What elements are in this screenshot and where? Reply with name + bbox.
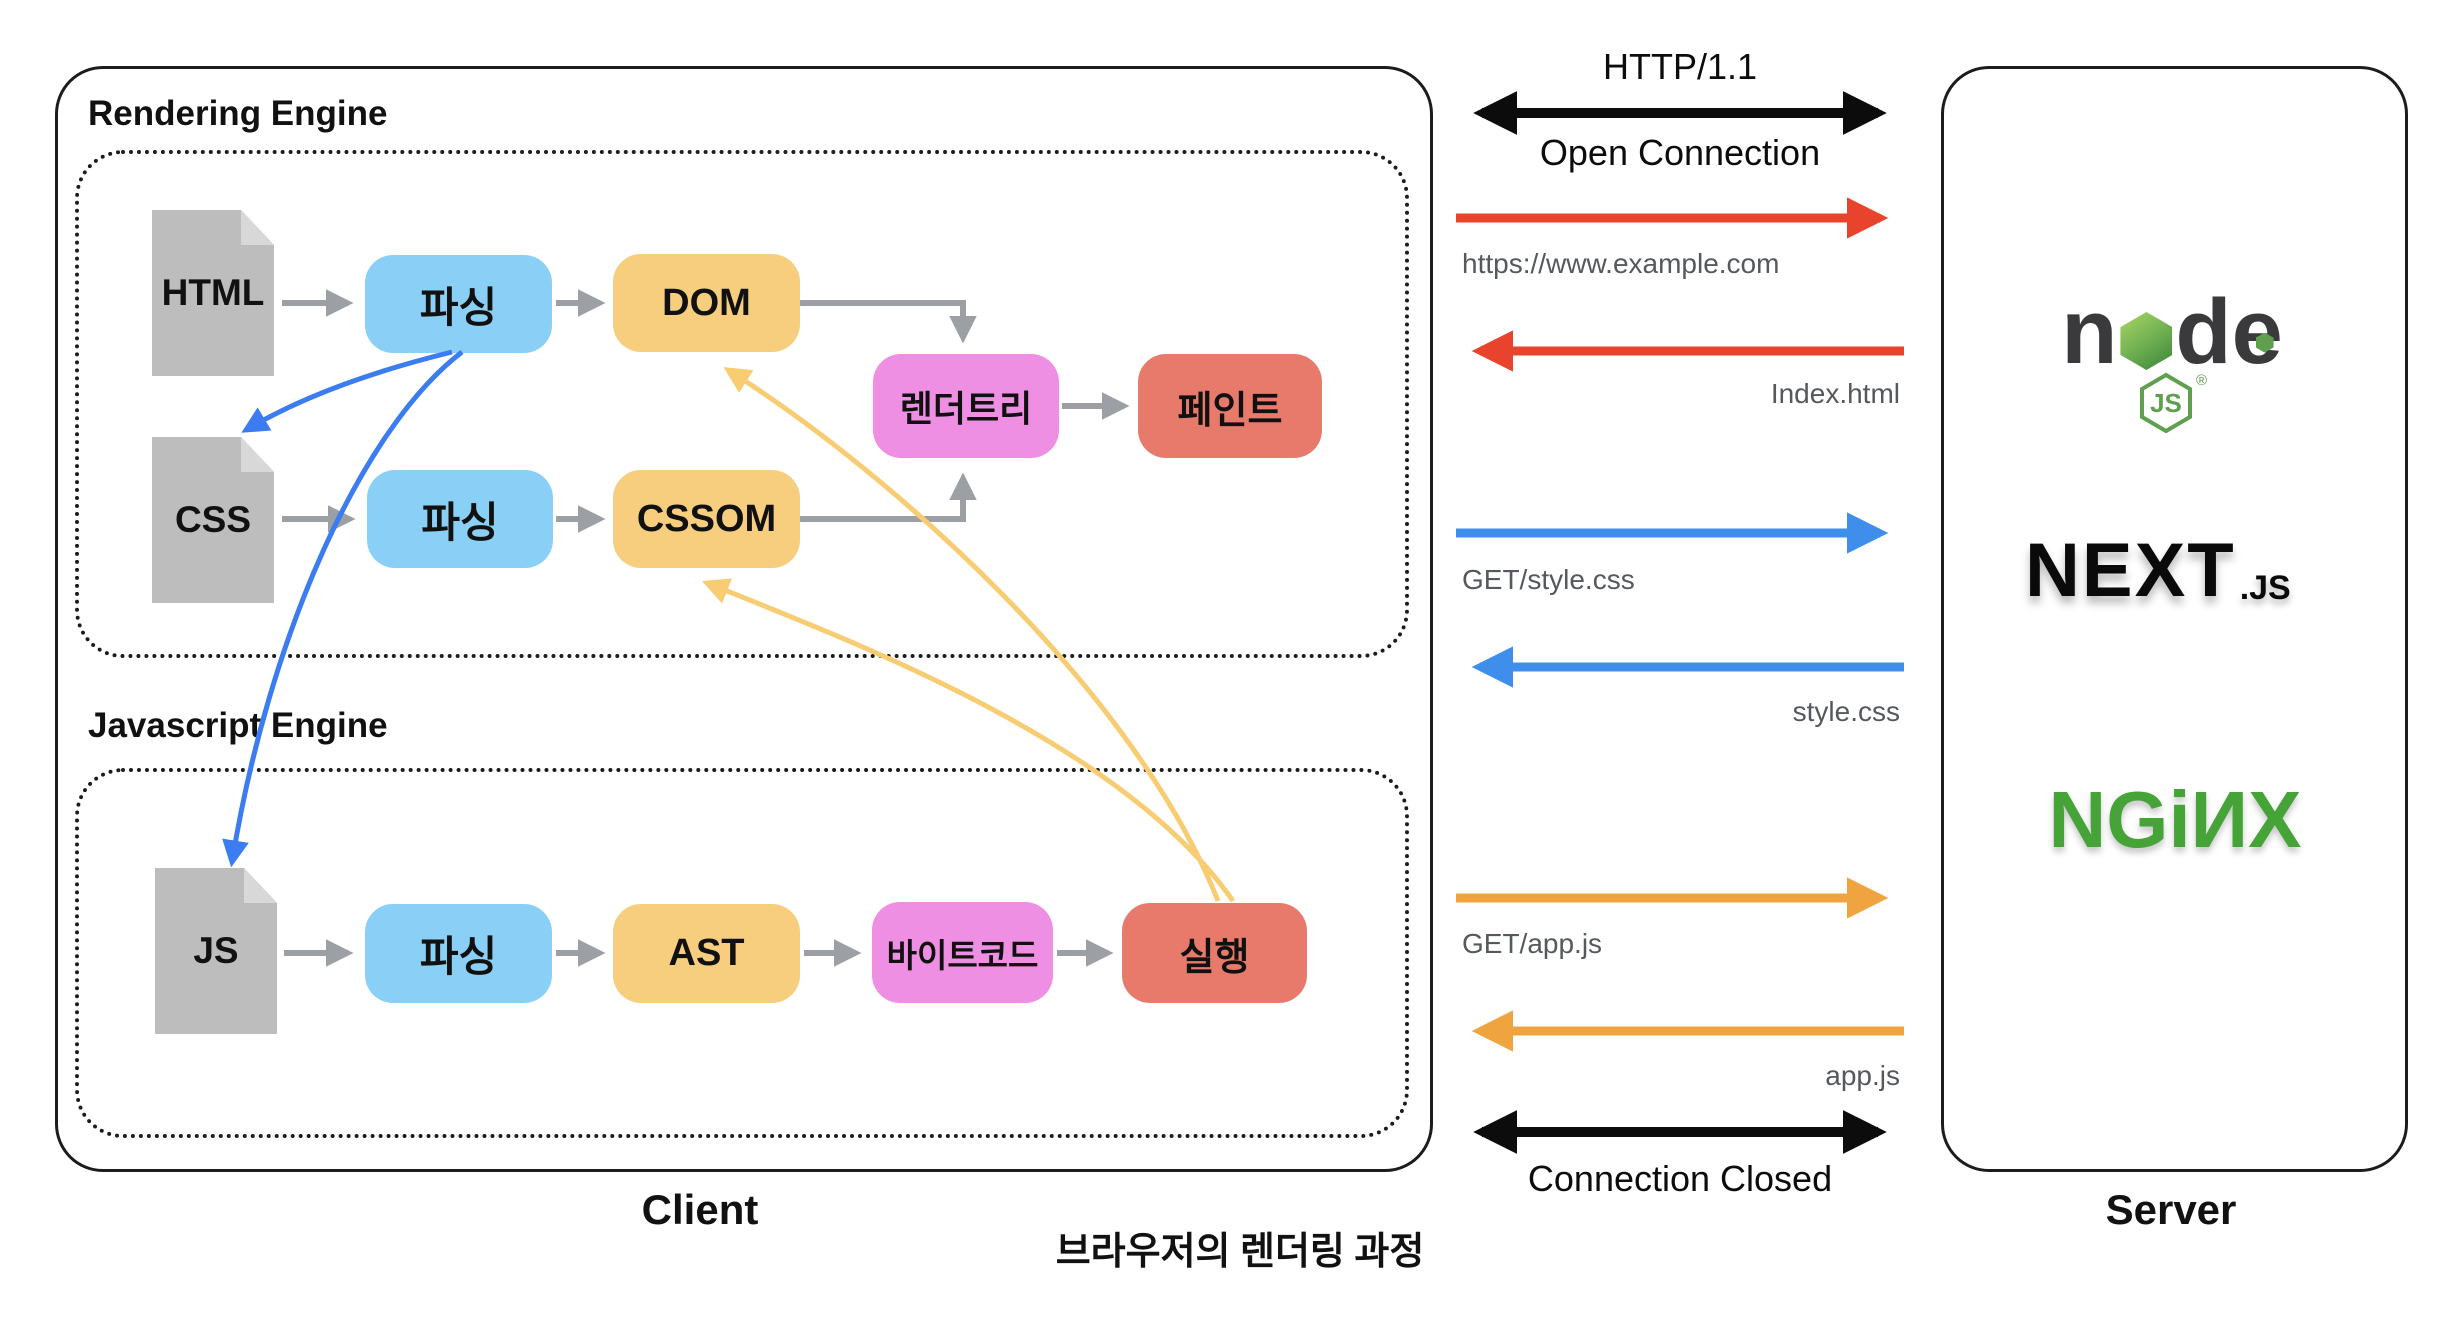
nodejs-hexagon-dot-icon [2255, 332, 2274, 353]
protocol-label: HTTP/1.1 [1602, 46, 1758, 87]
client-title: Client [641, 1186, 759, 1233]
parse-js-node: 파싱 [365, 904, 552, 1003]
nodejs-letter-e: e [2231, 280, 2283, 383]
nextjs-wordmark: NEXT [2025, 528, 2236, 613]
svg-text:JS: JS [2150, 388, 2182, 418]
nodejs-logo: n d e JS ® [2042, 278, 2302, 434]
parse-css-node: 파싱 [367, 470, 553, 568]
css-file-label: CSS [174, 499, 252, 540]
parse-html-node: 파싱 [365, 255, 552, 353]
dom-node: DOM [613, 254, 800, 352]
server-box [1941, 66, 2408, 1172]
ast-node: AST [613, 904, 800, 1003]
response-style-label: style.css [1792, 696, 1900, 727]
nodejs-letter-n: n [2061, 280, 2118, 383]
paint-node: 페인트 [1138, 354, 1322, 458]
cssom-node: CSSOM [613, 470, 800, 568]
nodejs-js-badge: JS ® [2042, 372, 2302, 434]
javascript-engine-label: Javascript Engine [88, 706, 388, 745]
nodejs-letter-d: d [2175, 280, 2232, 383]
js-file-icon: JS [155, 868, 277, 1034]
diagram-caption: 브라우저의 렌더링 과정 [1055, 1231, 1425, 1273]
nodejs-registered-mark: ® [2195, 372, 2208, 389]
nextjs-suffix: .JS [2239, 568, 2291, 607]
render-tree-node: 렌더트리 [873, 354, 1059, 458]
css-file-icon: CSS [152, 437, 274, 603]
html-file-icon: HTML [152, 210, 274, 376]
js-file-label: JS [193, 930, 239, 971]
rendering-engine-label: Rendering Engine [88, 94, 388, 133]
request-style-label: GET/style.css [1462, 564, 1635, 595]
open-connection-label: Open Connection [1539, 132, 1821, 173]
nodejs-hexagon-icon [2120, 312, 2173, 370]
nginx-logo: NGiИX [2048, 775, 2302, 864]
response-index-label: Index.html [1770, 378, 1900, 409]
bytecode-node: 바이트코드 [872, 902, 1053, 1003]
request-url-label: https://www.example.com [1462, 248, 1780, 279]
nodejs-js-hexagon-icon: JS [2139, 372, 2192, 434]
request-app-label: GET/app.js [1462, 928, 1603, 959]
connection-closed-label: Connection Closed [1527, 1158, 1833, 1199]
server-title: Server [2105, 1186, 2237, 1233]
html-file-label: HTML [161, 272, 265, 313]
nextjs-logo: NEXT .JS [2025, 528, 2325, 613]
execute-node: 실행 [1122, 903, 1307, 1003]
response-app-label: app.js [1825, 1060, 1900, 1091]
nodejs-wordmark: n d e [2042, 278, 2302, 383]
